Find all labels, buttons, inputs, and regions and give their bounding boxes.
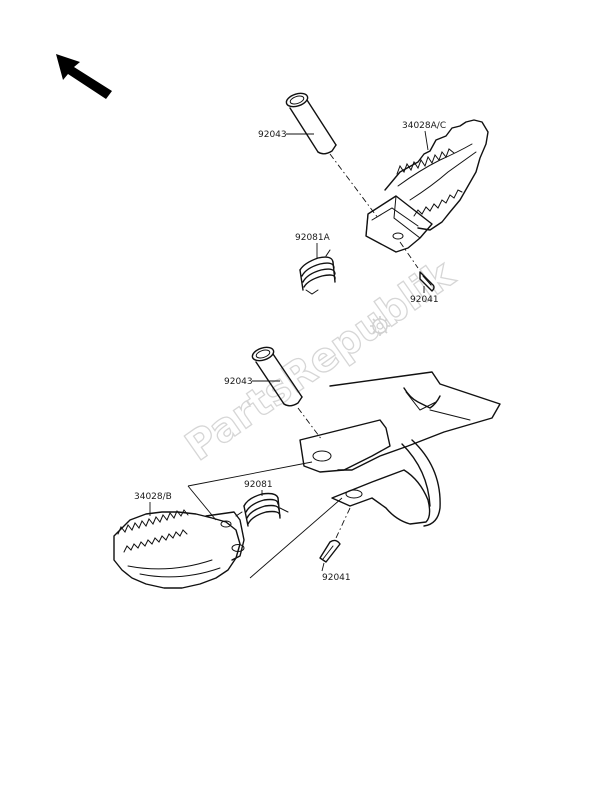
label-cotter-upper-text: 92041 (410, 295, 439, 305)
label-pin-lower-text: 92043 (224, 377, 253, 387)
spring-lower (235, 492, 289, 527)
footrest-step-upper (365, 119, 489, 253)
direction-arrow-icon (56, 54, 112, 99)
label-cotter-upper: 92041 (410, 286, 439, 305)
label-pin-upper: 92043 (258, 130, 314, 140)
gear-icon (370, 316, 390, 336)
label-spring-lower-text: 92081 (244, 480, 273, 490)
assembly-lines-lower (187, 461, 343, 579)
cotter-pin-lower (319, 507, 351, 563)
cotter-pin-upper (399, 241, 435, 292)
axis-line-upper (329, 153, 379, 219)
label-step-lower-text: 34028/B (134, 492, 172, 502)
label-step-upper-text: 34028A/C (402, 121, 446, 131)
frame-bracket (299, 371, 501, 527)
label-spring-upper-text: 92081A (295, 233, 331, 243)
label-pin-lower: 92043 (224, 377, 280, 387)
pin-lower (251, 346, 303, 407)
pin-upper (285, 92, 337, 155)
spring-upper (299, 249, 336, 295)
label-spring-lower: 92081 (244, 480, 273, 496)
label-cotter-lower: 92041 (321, 562, 351, 583)
label-cotter-lower-text: 92041 (322, 573, 351, 583)
label-spring-upper: 92081A (295, 233, 331, 258)
footrest-step-lower (113, 509, 245, 589)
label-step-lower: 34028/B (134, 492, 172, 516)
label-pin-upper-text: 92043 (258, 130, 287, 140)
label-step-upper: 34028A/C (402, 121, 446, 151)
